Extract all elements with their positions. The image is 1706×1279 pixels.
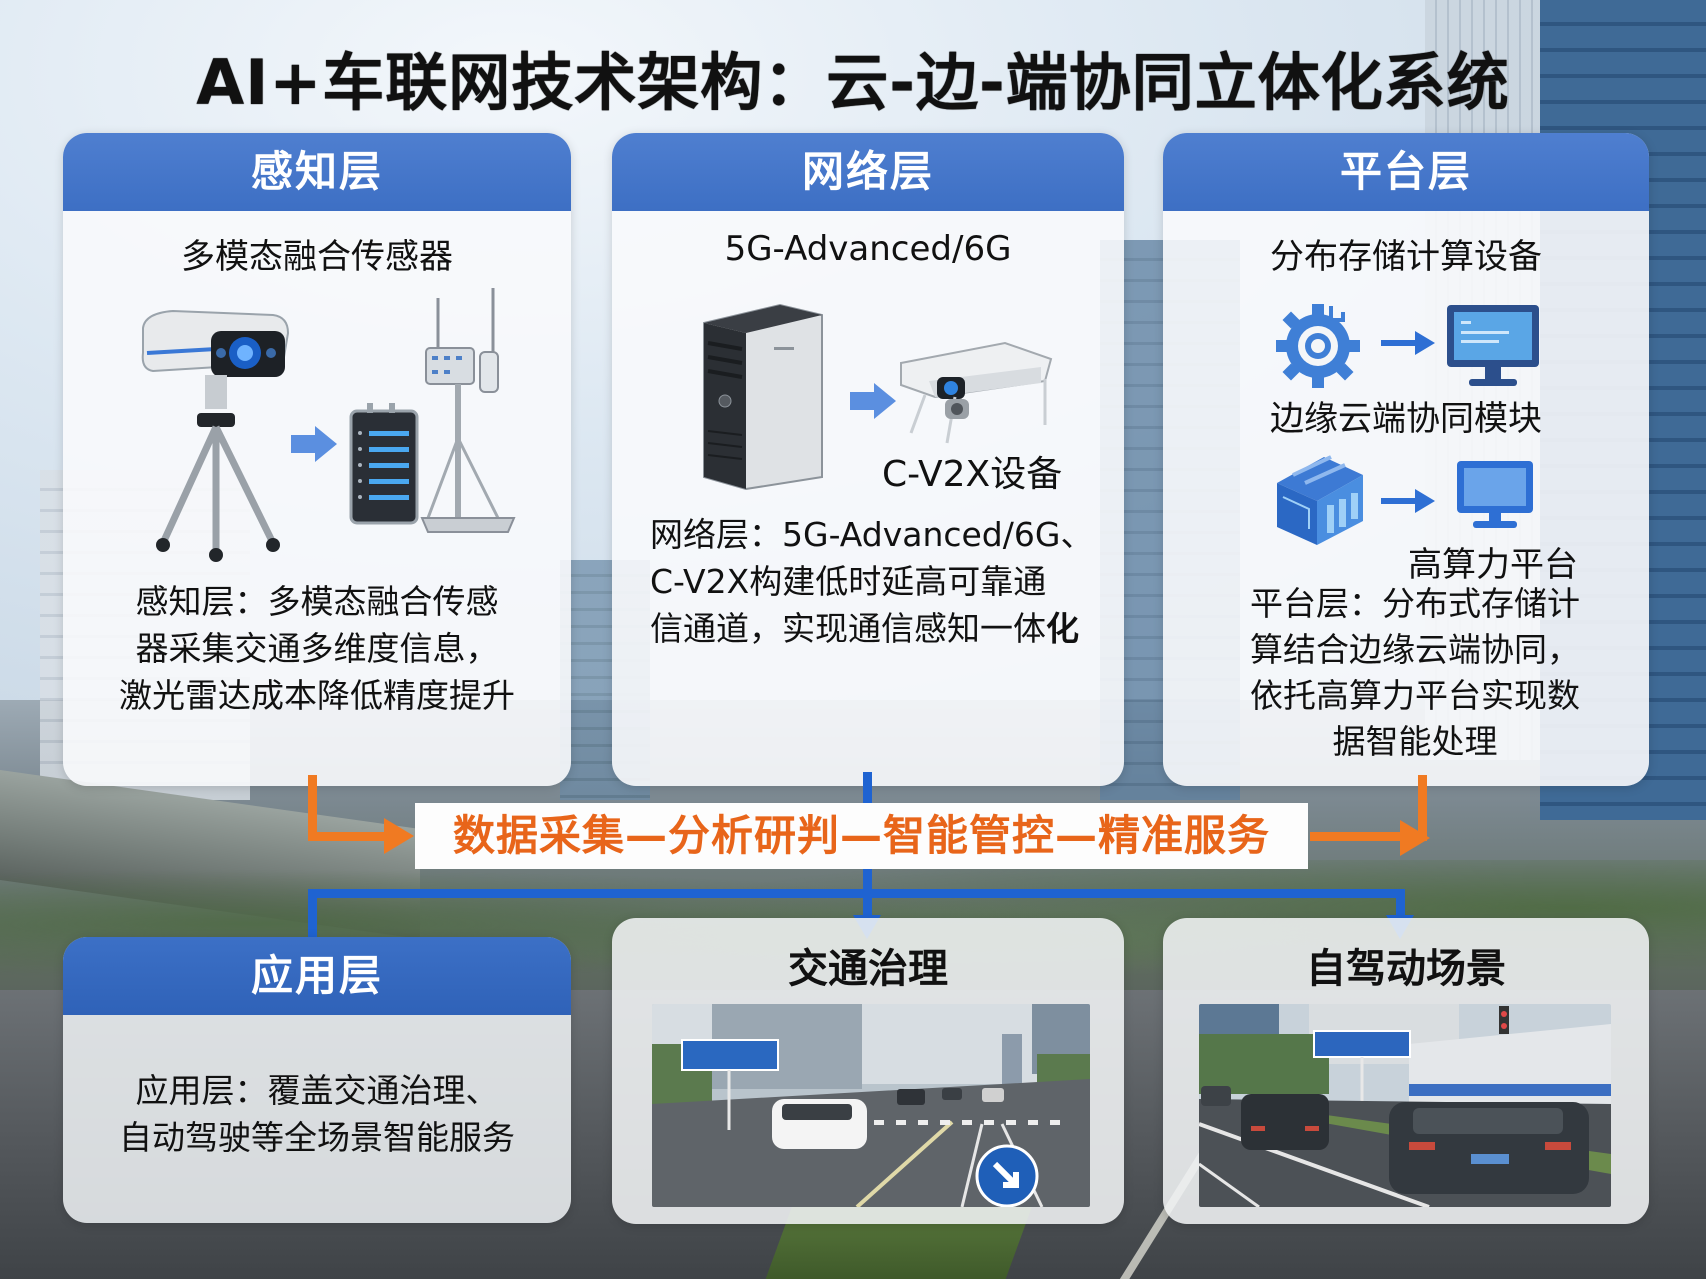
arrow-right-icon [850, 383, 898, 419]
description-line: 激光雷达成本降低精度提升 [119, 676, 515, 715]
arrow-right-icon [1381, 331, 1437, 355]
antenna-tower-icon [420, 288, 516, 533]
arrow-right-icon [1381, 489, 1437, 513]
platform-layer-panel: 平台层 分布存储计算设备 边缘云端协同模块 [1163, 133, 1649, 786]
gear-icon [1276, 304, 1360, 388]
page-title: AI+车联网技术架构：云-边-端协同立体化系统 [196, 46, 1510, 119]
blue-connector-line [308, 889, 1405, 898]
description-line: 网络层：5G-Advanced/6G、 [650, 515, 1094, 554]
server-cube-icon [1277, 455, 1363, 545]
blue-connector-line [308, 889, 317, 944]
traffic-road-photo [652, 1004, 1090, 1207]
orange-connector-line [308, 775, 317, 839]
orange-connector-line [1310, 832, 1420, 841]
blue-connector-line [1396, 889, 1405, 919]
description-line: 依托高算力平台实现数 [1250, 676, 1580, 715]
c-v2x-device-label: C-V2X设备 [882, 454, 1063, 495]
description-line: 应用层：覆盖交通治理、 [135, 1071, 499, 1110]
description-line: 信通道，实现通信感知一体化 [650, 609, 1079, 648]
platform-description: 平台层：分布式存储计 算结合边缘云端协同， 依托高算力平台实现数 据智能处理 [1225, 581, 1605, 765]
orange-arrowhead-icon [384, 818, 414, 854]
application-layer-header: 应用层 [63, 937, 571, 1015]
bold-text: 化 [1046, 609, 1079, 648]
surveillance-camera-icon [141, 309, 290, 562]
orange-arrowhead-icon [1400, 820, 1430, 856]
perception-layer-panel: 感知层 多模态融合传感器 感知层：多模态融 [63, 133, 571, 786]
application-description: 应用层：覆盖交通治理、 自动驾驶等全场景智能服务 [63, 1067, 571, 1161]
autonomous-driving-title: 自驾动场景 [1306, 946, 1506, 992]
high-compute-platform-label: 高算力平台 [1408, 545, 1578, 585]
blue-connector-line [863, 772, 872, 806]
monitor-icon [1447, 305, 1539, 386]
arrow-right-icon [291, 426, 339, 462]
orange-connector-line [1418, 775, 1427, 841]
edge-cloud-module-label: 边缘云端协同模块 [1270, 399, 1542, 439]
application-layer-panel: 应用层 应用层：覆盖交通治理、 自动驾驶等全场景智能服务 [63, 937, 571, 1223]
description-line: 感知层：多模态融合传感 [135, 582, 499, 621]
network-subtitle: 5G-Advanced/6G [724, 229, 1012, 269]
description-line: C-V2X构建低时延高可靠通 [650, 562, 1047, 601]
monitor-icon [1457, 461, 1533, 528]
traffic-governance-title: 交通治理 [788, 946, 948, 992]
description-line: 算结合边缘云端协同， [1250, 630, 1580, 669]
sensor-controller-box-icon [349, 403, 419, 525]
c-v2x-device-icon [900, 341, 1053, 444]
description-line: 据智能处理 [1332, 722, 1498, 761]
perception-subtitle: 多模态融合传感器 [181, 237, 453, 277]
perception-layer-header: 感知层 [63, 133, 571, 211]
platform-subtitle: 分布存储计算设备 [1270, 237, 1542, 277]
autonomous-driving-photo [1199, 1004, 1611, 1207]
network-layer-header: 网络层 [612, 133, 1124, 211]
autonomous-driving-panel: 自驾动场景 [1163, 918, 1649, 1224]
server-tower-icon [703, 303, 823, 491]
description-line: 器采集交通多维度信息， [135, 629, 499, 668]
orange-connector-line [308, 832, 388, 841]
perception-description: 感知层：多模态融合传感 器采集交通多维度信息， 激光雷达成本降低精度提升 [63, 578, 571, 719]
description-line: 平台层：分布式存储计 [1250, 584, 1580, 623]
network-description: 网络层：5G-Advanced/6G、 C-V2X构建低时延高可靠通 信通道，实… [650, 511, 1120, 652]
traffic-governance-panel: 交通治理 [612, 918, 1124, 1224]
description-line: 自动驾驶等全场景智能服务 [119, 1118, 515, 1157]
data-flow-banner: 数据采集—分析研判—智能管控—精准服务 [415, 803, 1308, 869]
platform-layer-header: 平台层 [1163, 133, 1649, 211]
network-layer-panel: 网络层 5G-Advanced/6G C-V2X设备 网络层：5G-Advanc… [612, 133, 1124, 786]
